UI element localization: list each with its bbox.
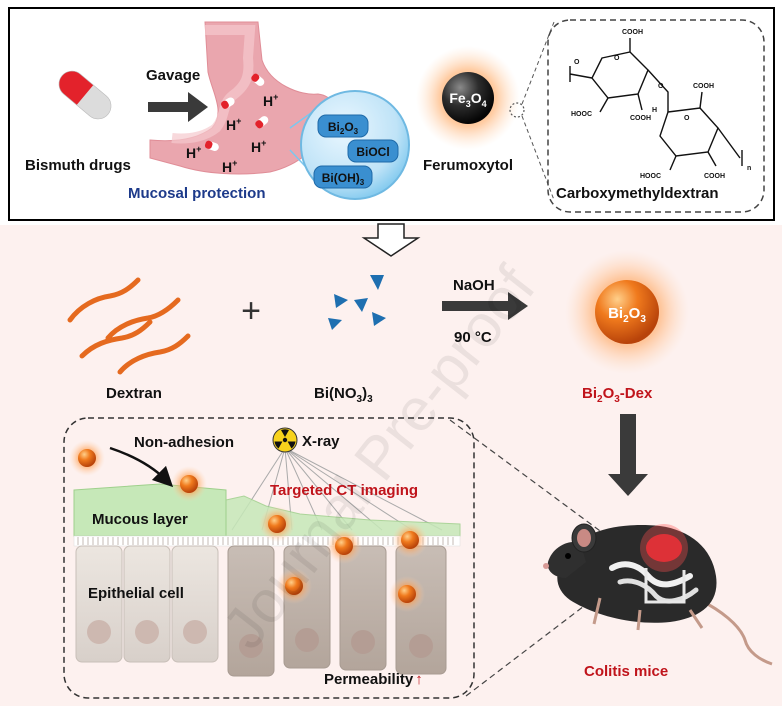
carboxymethyldextran-label: Carboxymethyldextran xyxy=(556,185,719,202)
svg-text:H: H xyxy=(652,107,657,114)
non-adhesion-label: Non-adhesion xyxy=(134,434,234,451)
h-plus-labels: H+ H+ H+ H+ H+ xyxy=(186,92,278,175)
svg-text:COOH: COOH xyxy=(704,173,725,180)
svg-text:O: O xyxy=(684,115,690,122)
plus-sign: + xyxy=(241,292,261,330)
colitis-mouse-illustration xyxy=(543,523,773,666)
hollow-down-arrow xyxy=(361,223,421,257)
bismuth-species: Bi2O3 BiOCl Bi(OH)3 xyxy=(313,114,399,189)
svg-text:HOOC: HOOC xyxy=(571,111,592,118)
epithelial-cell-label: Epithelial cell xyxy=(88,585,184,602)
radiation-icon xyxy=(272,427,298,453)
fe3o4-label: Fe3O4 xyxy=(449,90,486,109)
svg-text:COOH: COOH xyxy=(622,29,643,36)
xray-label: X-ray xyxy=(302,433,340,450)
bismuth-drugs-label: Bismuth drugs xyxy=(25,157,131,174)
svg-text:H+: H+ xyxy=(251,138,266,155)
gavage-label: Gavage xyxy=(146,67,200,84)
fe3o4-nanoparticle xyxy=(442,72,494,124)
mucosal-protection-label: Mucosal protection xyxy=(128,185,266,202)
bi2o3-nanoparticle xyxy=(595,280,659,344)
svg-text:O: O xyxy=(658,83,664,90)
targeted-ct-label: Targeted CT imaging xyxy=(270,482,418,499)
colitis-mice-label: Colitis mice xyxy=(584,663,668,680)
structure-labels: COOH HOOC COOH O O H COOH HOOC COOH O n … xyxy=(571,29,751,180)
coating-detail-box xyxy=(547,19,765,213)
bi-nitrate-label: Bi(NO3)3 xyxy=(314,385,373,405)
svg-text:O: O xyxy=(614,55,620,62)
svg-text:COOH: COOH xyxy=(630,115,651,122)
svg-text:H+: H+ xyxy=(186,144,201,161)
epithelial-cells-healthy xyxy=(75,545,219,663)
bi2o3-core-label: Bi2O3 xyxy=(608,305,646,325)
svg-text:H+: H+ xyxy=(263,92,278,109)
svg-text:HOOC: HOOC xyxy=(640,173,661,180)
ferumoxytol-label: Ferumoxytol xyxy=(423,157,513,174)
svg-text:O: O xyxy=(574,59,580,66)
epithelial-cells-inflamed xyxy=(227,545,447,677)
bi2o3-nanoparticles-mechanism xyxy=(69,440,428,612)
zoom-marker xyxy=(509,102,525,118)
capsule-icon xyxy=(58,70,112,120)
svg-text:BiOCl: BiOCl xyxy=(356,145,389,159)
gavage-arrow xyxy=(148,92,208,122)
permeability-label: Permeability↑ xyxy=(324,671,423,688)
svg-text:H+: H+ xyxy=(226,116,241,133)
svg-text:H+: H+ xyxy=(222,158,237,175)
down-arrow-to-mouse xyxy=(608,414,648,496)
svg-text:n: n xyxy=(747,165,751,172)
pill-fragments xyxy=(204,73,269,152)
reaction-arrow xyxy=(442,292,528,320)
svg-text:COOH: COOH xyxy=(693,83,714,90)
reagent-label: NaOH xyxy=(453,277,495,294)
svg-text:Bi(OH)3: Bi(OH)3 xyxy=(322,171,365,187)
bi-nitrate-triangles xyxy=(328,275,386,330)
carboxymethyldextran-structure xyxy=(569,38,743,171)
dextran-strands xyxy=(67,277,191,375)
mucous-layer-label: Mucous layer xyxy=(92,511,188,528)
bi2o3-dex-label: Bi2O3-Dex xyxy=(582,385,653,405)
microvilli xyxy=(77,537,454,545)
dextran-label: Dextran xyxy=(106,385,162,402)
temperature-label: 90 °C xyxy=(454,329,492,346)
svg-text:Bi2O3: Bi2O3 xyxy=(328,120,359,136)
mechanism-box xyxy=(63,417,475,699)
non-adhesion-arrow xyxy=(109,446,174,488)
